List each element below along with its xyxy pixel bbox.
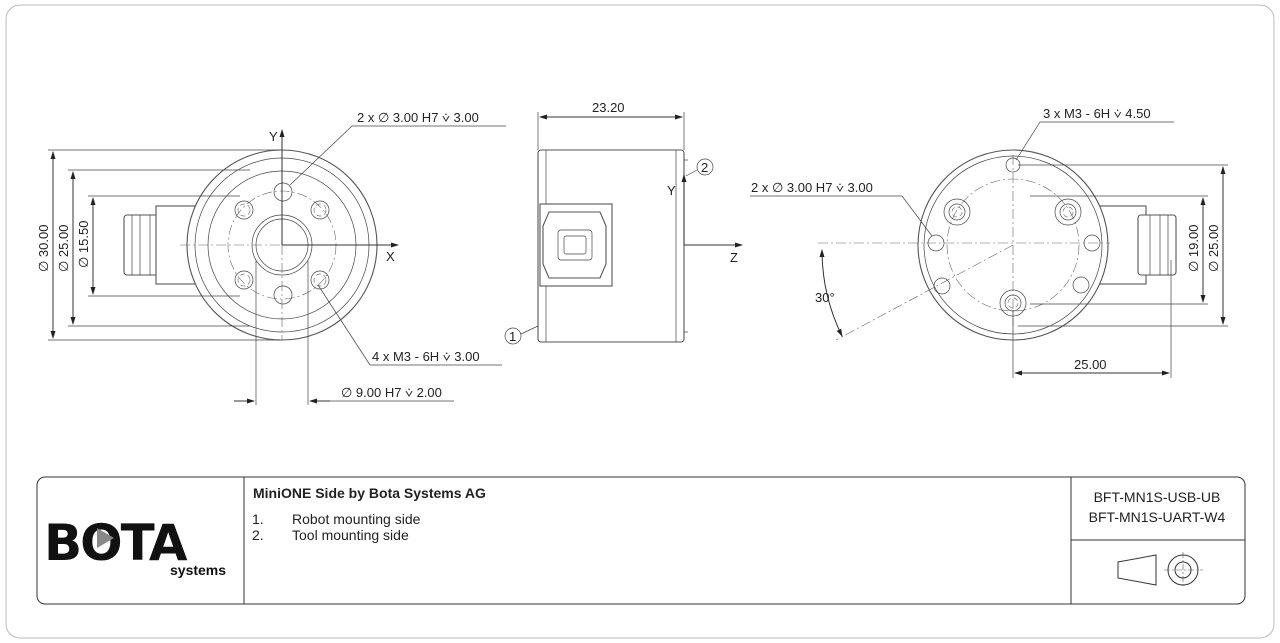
title-text: MiniONE Side by Bota Systems AG <box>253 485 486 501</box>
side-view <box>504 112 743 345</box>
side-axis-z: Z <box>730 250 738 265</box>
back-dim-width: 25.00 <box>1074 357 1107 372</box>
back-dim-angle: 30° <box>815 290 835 305</box>
side-axis-y: Y <box>667 183 676 198</box>
front-axis-x: X <box>386 249 395 264</box>
back-dim-threads: 3 x M3 - 6H ⩒ 4.50 <box>1043 106 1151 121</box>
front-dim-hole-h7: 2 x ∅ 3.00 H7 ⩒ 3.00 <box>357 110 479 125</box>
front-dim-d30: ∅ 30.00 <box>36 225 51 272</box>
bota-logo: BOTA systems <box>44 514 226 578</box>
back-dim-hole-h7: 2 x ∅ 3.00 H7 ⩒ 3.00 <box>751 180 873 195</box>
front-dim-threads: 4 x M3 - 6H ⩒ 3.00 <box>372 349 480 364</box>
sheet-border <box>5 4 1275 639</box>
front-axis-y: Y <box>269 129 278 144</box>
front-dim-d25: ∅ 25.00 <box>56 225 71 272</box>
logo-sub: systems <box>170 562 226 578</box>
note-2-num: 2. <box>252 527 264 543</box>
logo-play-icon <box>97 528 114 548</box>
front-dim-center-bore: ∅ 9.00 H7 ⩒ 2.00 <box>341 385 442 400</box>
title-block <box>36 476 1246 605</box>
side-dim-width: 23.20 <box>592 100 625 115</box>
front-dim-d15-5: ∅ 15.50 <box>76 221 91 268</box>
logo-word: BOTA <box>44 514 188 572</box>
callout-2: 2 <box>701 160 708 175</box>
part-number-2: BFT-MN1S-UART-W4 <box>1089 509 1226 525</box>
back-view <box>750 121 1228 378</box>
front-view <box>48 125 506 405</box>
part-number-1: BFT-MN1S-USB-UB <box>1094 489 1221 505</box>
note-2-text: Tool mounting side <box>292 527 409 543</box>
back-dim-d25: ∅ 25.00 <box>1206 225 1221 272</box>
callout-1: 1 <box>509 329 516 344</box>
back-dim-d19: ∅ 19.00 <box>1186 225 1201 272</box>
first-angle-projection-icon <box>1117 552 1203 588</box>
note-1-num: 1. <box>252 511 264 527</box>
note-1-text: Robot mounting side <box>292 511 421 527</box>
